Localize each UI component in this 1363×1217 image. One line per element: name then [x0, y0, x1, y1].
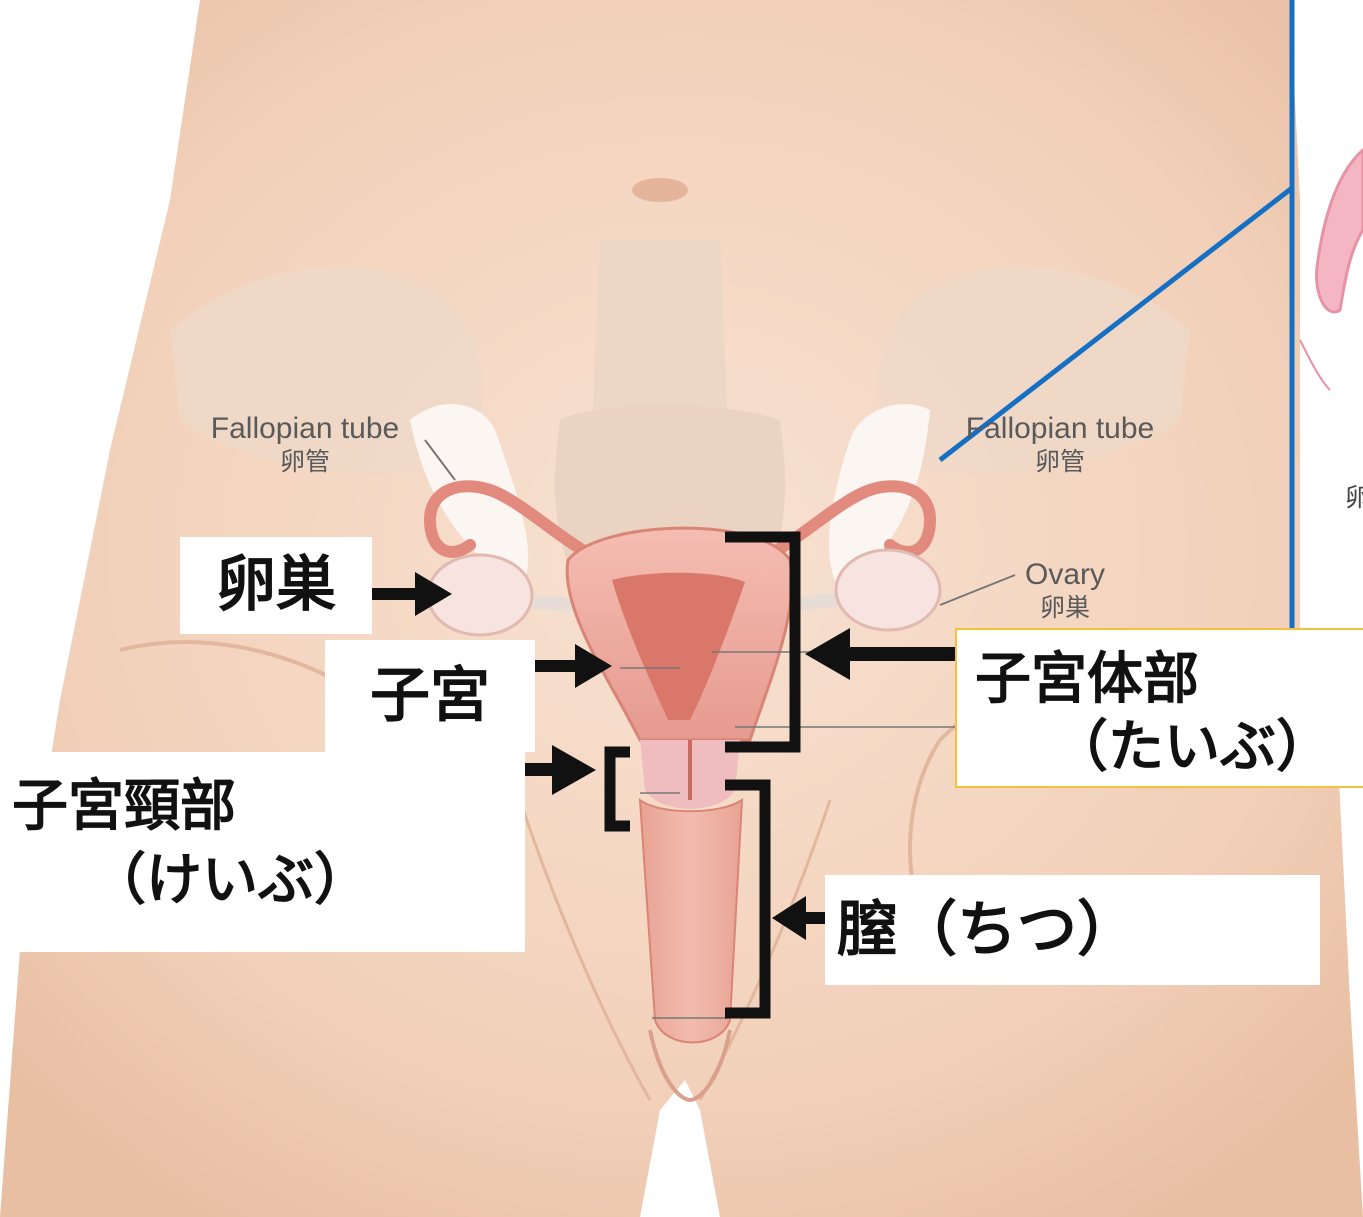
callout-cervix-line2: （けいぶ） — [0, 844, 525, 918]
callout-cervix-line1: 子宮頸部 — [0, 770, 525, 844]
label-ovary-right-jp: 卵巣 — [1010, 592, 1120, 624]
callout-cervix: 子宮頸部 （けいぶ） — [0, 752, 525, 952]
ovary-right — [836, 550, 940, 630]
label-fallopian-left-en: Fallopian tube — [180, 412, 430, 446]
label-fallopian-left: Fallopian tube 卵管 — [180, 412, 430, 478]
callout-uterus-body-line1: 子宮体部 — [957, 646, 1363, 714]
vagina — [640, 800, 742, 1043]
label-ovary-right-en: Ovary — [1010, 558, 1120, 592]
callout-uterus-body-line2: （たいぶ） — [957, 714, 1363, 782]
label-fallopian-right: Fallopian tube 卵管 — [935, 412, 1185, 478]
inset-partial-text: 卵 — [1345, 482, 1363, 514]
inset-background — [1300, 0, 1363, 675]
label-fallopian-right-jp: 卵管 — [935, 446, 1185, 478]
callout-uterus: 子宮 — [325, 640, 535, 752]
callout-ovary: 卵巣 — [180, 537, 372, 634]
label-fallopian-left-jp: 卵管 — [180, 446, 430, 478]
label-fallopian-right-en: Fallopian tube — [935, 412, 1185, 446]
navel — [632, 178, 688, 202]
callout-vagina: 膣（ちつ） — [825, 875, 1320, 985]
label-ovary-right: Ovary 卵巣 — [1010, 558, 1120, 624]
callout-uterus-body: 子宮体部 （たいぶ） — [955, 628, 1363, 788]
